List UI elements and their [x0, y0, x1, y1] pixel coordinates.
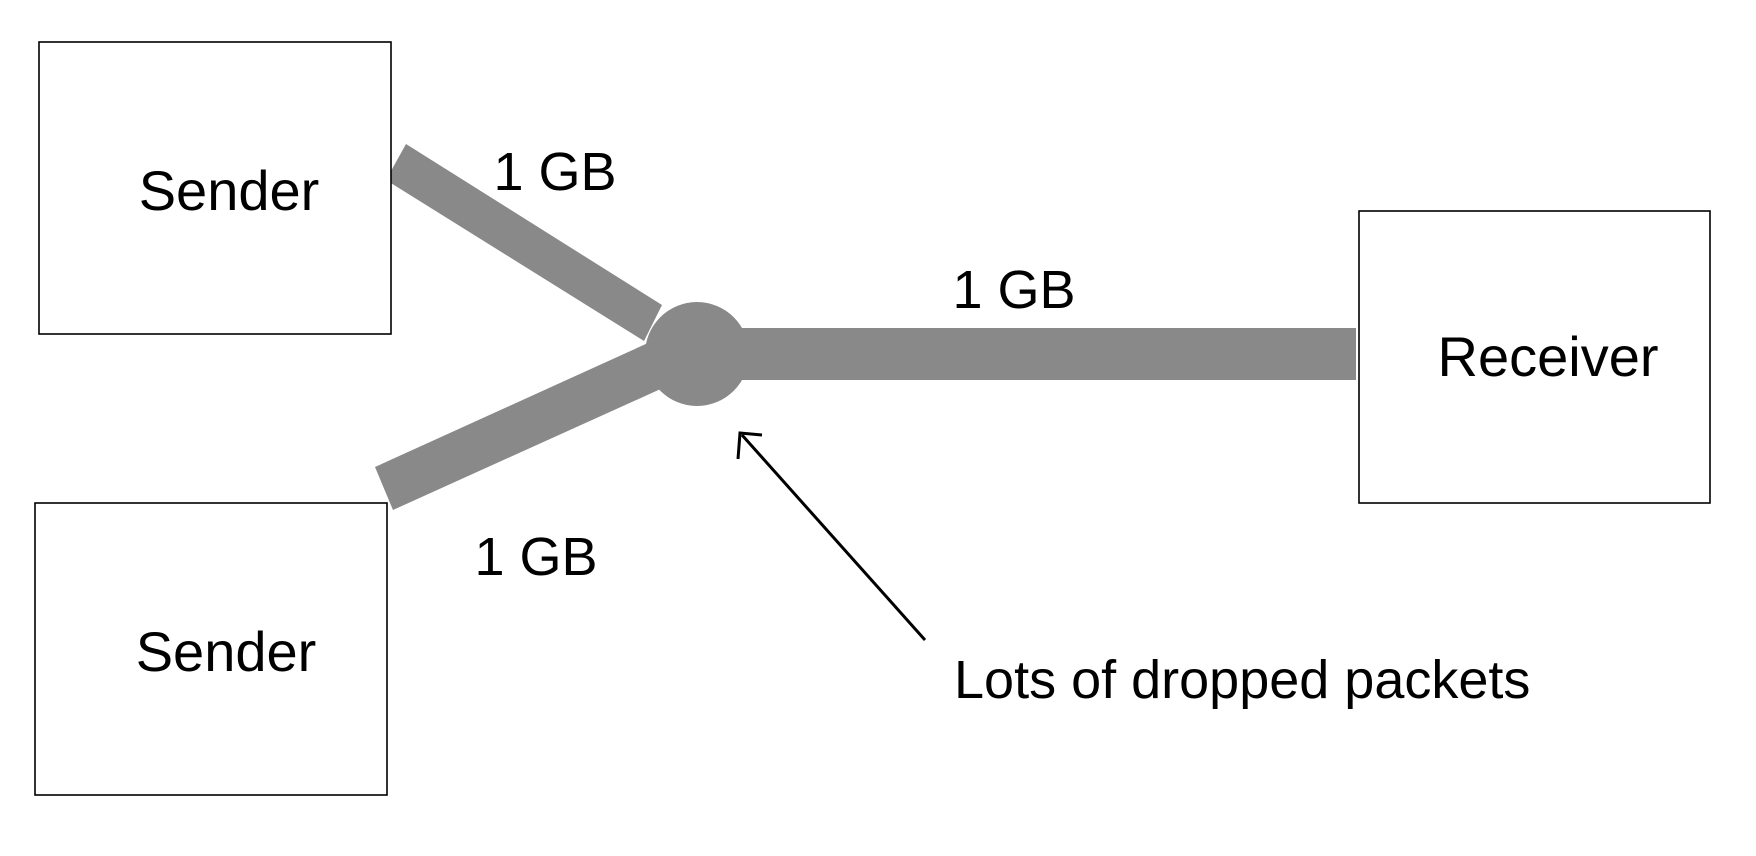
link-pipe-top — [386, 144, 662, 341]
annotation-arrow-icon — [736, 431, 927, 641]
sender-box-top: Sender — [38, 41, 392, 335]
junction-node — [645, 302, 749, 406]
annotation-text: Lots of dropped packets — [954, 650, 1530, 710]
receiver-label: Receiver — [1438, 325, 1659, 388]
link-label-bottom: 1 GB — [474, 527, 597, 587]
sender-box-bottom: Sender — [34, 502, 388, 796]
receiver-box: Receiver — [1358, 210, 1711, 504]
link-pipe-out — [694, 328, 1356, 380]
sender-label-top: Sender — [139, 159, 320, 222]
link-pipe-bottom — [375, 343, 665, 510]
link-label-top: 1 GB — [493, 142, 616, 202]
link-label-out: 1 GB — [952, 260, 1075, 320]
sender-label-bottom: Sender — [136, 620, 317, 683]
